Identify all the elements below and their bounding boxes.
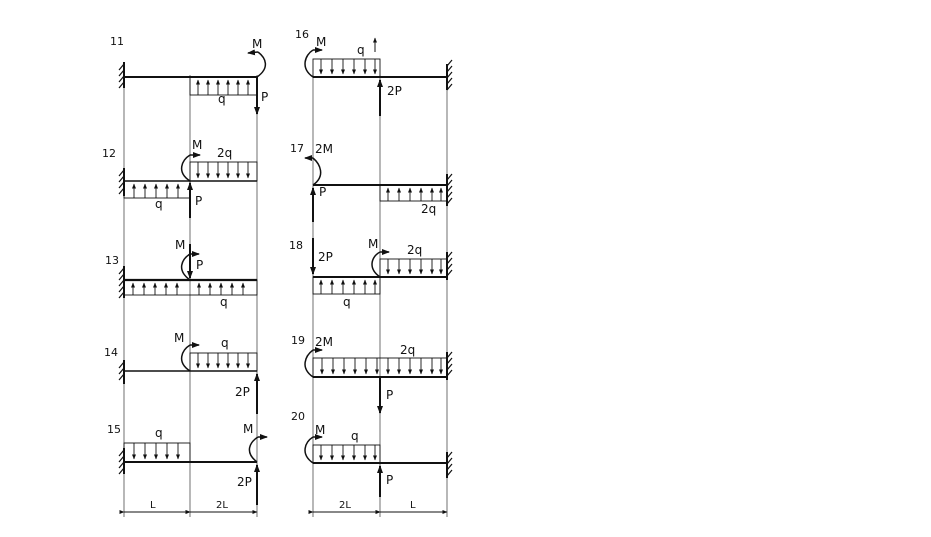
moment-arc [304, 49, 314, 78]
moment-arc [180, 344, 191, 372]
distributed-load-q [123, 279, 258, 296]
distributed-load-2q [379, 184, 448, 202]
fixed-support-left [118, 448, 125, 475]
dimension-label-right-2: L [410, 500, 416, 511]
fixed-support-right [446, 173, 453, 206]
load-label-2q: 2q [400, 343, 415, 357]
beam-problem-20: 20 q M P [291, 410, 453, 497]
beam-problem-16: 16 q M 2P [295, 28, 453, 116]
distributed-load-q [312, 276, 381, 295]
beam-problem-14: 14 q M 2P [104, 331, 260, 414]
moment-label: M [252, 37, 262, 51]
load-label-q: q [220, 295, 228, 309]
moment-arc [304, 349, 314, 378]
beam-problem-11: 11 q M P [110, 35, 268, 115]
beam-problem-13: 13 q M P [105, 238, 258, 309]
distributed-load-q [312, 58, 381, 78]
guide-lines-right [312, 75, 448, 517]
load-label-2q: 2q [421, 202, 436, 216]
problem-number: 11 [110, 35, 124, 48]
moment-arc [256, 51, 267, 78]
load-label-2q: 2q [407, 243, 422, 257]
beam-problem-17: 17 2q 2M P [290, 142, 453, 222]
force-label: P [386, 473, 393, 487]
moment-arc [304, 436, 314, 464]
beam-problem-19: 19 2q 2M P [291, 334, 453, 414]
problem-number: 15 [107, 423, 121, 436]
fixed-support-right [446, 351, 453, 380]
moment-label: M [175, 238, 185, 252]
guide-lines-left [123, 75, 258, 517]
problem-number: 18 [289, 239, 303, 252]
dimension-label-right-1: 2L [339, 500, 351, 511]
moment-arc [180, 253, 191, 281]
distributed-load-q [123, 442, 191, 463]
problem-number: 20 [291, 410, 305, 423]
fixed-support-left [118, 360, 125, 384]
moment-label: M [243, 422, 253, 436]
moment-label: M [174, 331, 184, 345]
load-label-q: q [221, 336, 229, 350]
distributed-load-q [189, 352, 258, 372]
force-label: P [319, 185, 326, 199]
dimension-label-left-2: 2L [216, 500, 228, 511]
moment-label: M [315, 423, 325, 437]
fixed-support-left [118, 168, 125, 196]
fixed-support-right [446, 251, 453, 280]
moment-arc [248, 436, 259, 463]
distributed-load-2q [379, 258, 448, 278]
moment-label: M [192, 138, 202, 152]
problem-number: 19 [291, 334, 305, 347]
load-label-q: q [155, 426, 163, 440]
force-label: P [196, 258, 203, 272]
force-label: 2P [387, 84, 402, 98]
load-label-q: q [218, 92, 226, 106]
dimension-label-left-1: L [150, 500, 156, 511]
moment-label: 2M [315, 335, 333, 349]
distributed-load-2q [189, 161, 258, 182]
force-label: P [195, 194, 202, 208]
moment-arc [371, 251, 381, 278]
beam-problem-18: 18 2q q M 2P [289, 237, 453, 309]
moment-arrow [247, 49, 259, 56]
force-label: P [261, 90, 268, 104]
problem-number: 13 [105, 254, 119, 267]
moment-label: 2M [315, 142, 333, 156]
fixed-support-right [446, 451, 453, 478]
fixed-support-right [446, 59, 453, 91]
load-label-q: q [155, 197, 163, 211]
load-label-q: q [357, 43, 365, 57]
distributed-load-q [123, 180, 191, 199]
force-label: 2P [235, 385, 250, 399]
load-label-2q: 2q [217, 146, 232, 160]
moment-label: M [368, 237, 378, 251]
force-label: P [386, 388, 393, 402]
force-label: 2P [318, 250, 333, 264]
distributed-load-2q [312, 357, 448, 378]
force-label: 2P [237, 475, 252, 489]
moment-arc [180, 154, 191, 182]
fixed-support-left [118, 62, 125, 89]
beam-problem-15: 15 q M 2P [107, 422, 268, 505]
distributed-load-q [312, 444, 381, 464]
load-label-q: q [351, 429, 359, 443]
problem-number: 12 [102, 147, 116, 160]
problem-number: 14 [104, 346, 118, 359]
moment-label: M [316, 35, 326, 49]
moment-arc [312, 157, 322, 186]
problem-number: 16 [295, 28, 309, 41]
load-label-q: q [343, 295, 351, 309]
beam-problem-12: 12 2q q M P [102, 138, 258, 218]
problem-number: 17 [290, 142, 304, 155]
fixed-support-left [118, 266, 125, 299]
